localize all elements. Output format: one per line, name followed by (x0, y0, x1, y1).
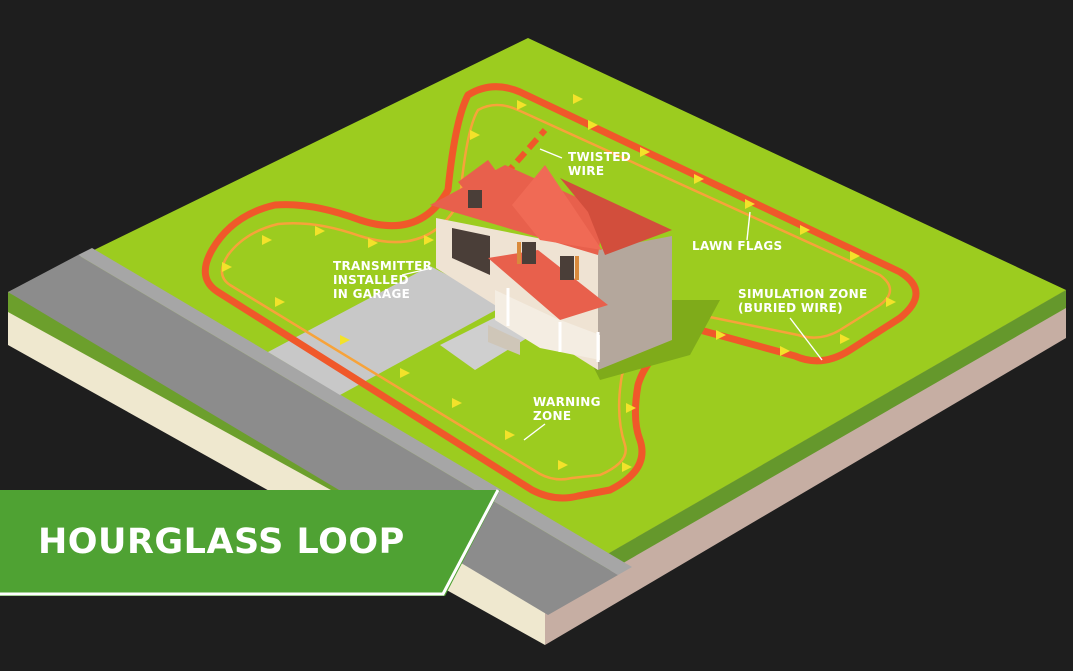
transmitter-label: TRANSMITTER INSTALLED IN GARAGE (333, 259, 437, 301)
lawn-flags (222, 94, 896, 472)
lawn-flag (368, 238, 378, 248)
lawn-flag (340, 335, 350, 345)
lawn-flag (400, 368, 410, 378)
lawn-flag (262, 235, 272, 245)
house (430, 160, 720, 380)
transmitter-arrow (401, 267, 433, 276)
lawn-flag (275, 297, 285, 307)
grass-edge-right (545, 290, 1066, 608)
porch-roof (488, 250, 608, 320)
roof-gable (512, 165, 602, 250)
simulation-zone-loop (201, 83, 920, 502)
lawn-flag (470, 130, 480, 140)
porch-steps (488, 325, 520, 355)
porch (495, 290, 600, 360)
lawn-flag (886, 297, 896, 307)
lawn-flag (517, 100, 527, 110)
lawn-flag (640, 147, 650, 157)
dormer-window (468, 190, 482, 208)
lawn-flag (424, 235, 434, 245)
banner-border (0, 489, 500, 596)
roof-right (560, 178, 672, 255)
lawn-flag (558, 460, 568, 470)
lawn-flag (694, 174, 704, 184)
twisted-wire-arrow (539, 148, 563, 159)
garage-door (452, 228, 490, 275)
lawn-flag (505, 430, 515, 440)
lawn-flag (800, 225, 810, 235)
lawn-flag (840, 334, 850, 344)
shutter (517, 242, 521, 264)
lawn-flag (622, 462, 632, 472)
simulation-zone-label: SIMULATION ZONE (BURIED WIRE) (738, 287, 872, 315)
simulation-zone-arrow (789, 317, 823, 361)
shutter (575, 256, 579, 280)
lawn-flag (588, 120, 598, 130)
warning-zone-label: WARNING ZONE (533, 395, 605, 423)
twisted-wire-label: TWISTED WIRE (568, 150, 635, 178)
lawn-flag (780, 346, 790, 356)
window-upper-left (522, 242, 536, 264)
lawn-flag (850, 251, 860, 261)
callout-arrows (401, 148, 823, 441)
lawn-flag (315, 226, 325, 236)
lawn-flag (452, 398, 462, 408)
warning-zone-line (220, 103, 892, 481)
lawn-flags-arrow (746, 211, 751, 241)
lawn-flags-label: LAWN FLAGS (692, 239, 782, 253)
page-title: HOURGLASS LOOP (38, 522, 405, 562)
lawn-flag (573, 94, 583, 104)
window-upper-right (560, 256, 574, 280)
house-right-wall (598, 236, 672, 370)
lawn-flag (626, 403, 636, 413)
twisted-wire (502, 128, 548, 177)
lawn-flag (222, 262, 232, 272)
lawn-flag (745, 199, 755, 209)
lawn-flag (716, 330, 726, 340)
warning-zone-arrow (523, 423, 546, 441)
banner-background (0, 490, 500, 596)
